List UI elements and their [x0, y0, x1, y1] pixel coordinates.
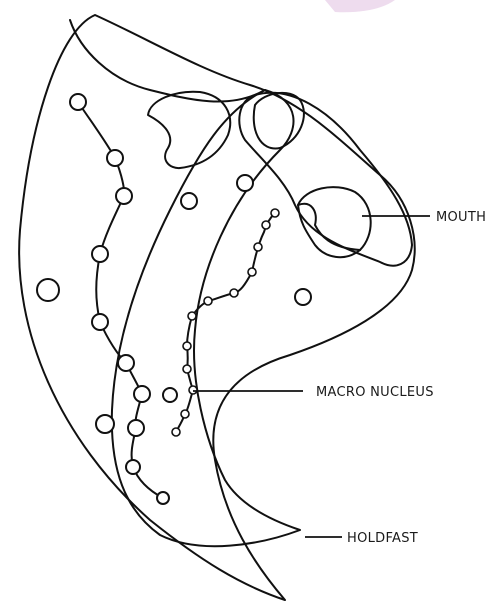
- nucleus-bead: [134, 386, 150, 402]
- nucleus-bead: [183, 365, 191, 373]
- holdfast-label: HOLDFAST: [347, 531, 418, 546]
- nucleus-bead: [92, 314, 108, 330]
- nucleus-bead: [181, 410, 189, 418]
- vacuole: [37, 279, 59, 301]
- nucleus-bead: [118, 355, 134, 371]
- mouth-label: MOUTH: [436, 210, 486, 225]
- vacuole: [181, 193, 197, 209]
- vacuole: [163, 388, 177, 402]
- front-ring-loop: [254, 93, 304, 149]
- mouth-opening: [298, 187, 371, 257]
- nucleus-bead: [107, 150, 123, 166]
- nucleus-bead: [116, 188, 132, 204]
- vacuole: [237, 175, 253, 191]
- nucleus-bead: [92, 246, 108, 262]
- nucleus-bead: [248, 268, 256, 276]
- nucleus-bead: [157, 492, 169, 504]
- mouth-groove: [298, 204, 360, 250]
- top-tint: [325, 0, 395, 12]
- vacuole: [96, 415, 114, 433]
- vacuole: [295, 289, 311, 305]
- nucleus-bead: [189, 386, 197, 394]
- nucleus-bead: [230, 289, 238, 297]
- nucleus-bead: [70, 94, 86, 110]
- inner-stalk: [112, 90, 300, 546]
- oral-groove-back: [70, 20, 265, 102]
- nucleus-bead: [262, 221, 270, 229]
- nucleus-bead: [128, 420, 144, 436]
- nucleus-bead: [254, 243, 262, 251]
- nucleus-bead: [204, 297, 212, 305]
- nucleus-bead: [271, 209, 279, 217]
- nucleus-bead: [183, 342, 191, 350]
- nucleus-bead: [188, 312, 196, 320]
- nucleus-bead: [126, 460, 140, 474]
- macro-nucleus-label: MACRO NUCLEUS: [316, 385, 434, 400]
- nucleus-bead: [172, 428, 180, 436]
